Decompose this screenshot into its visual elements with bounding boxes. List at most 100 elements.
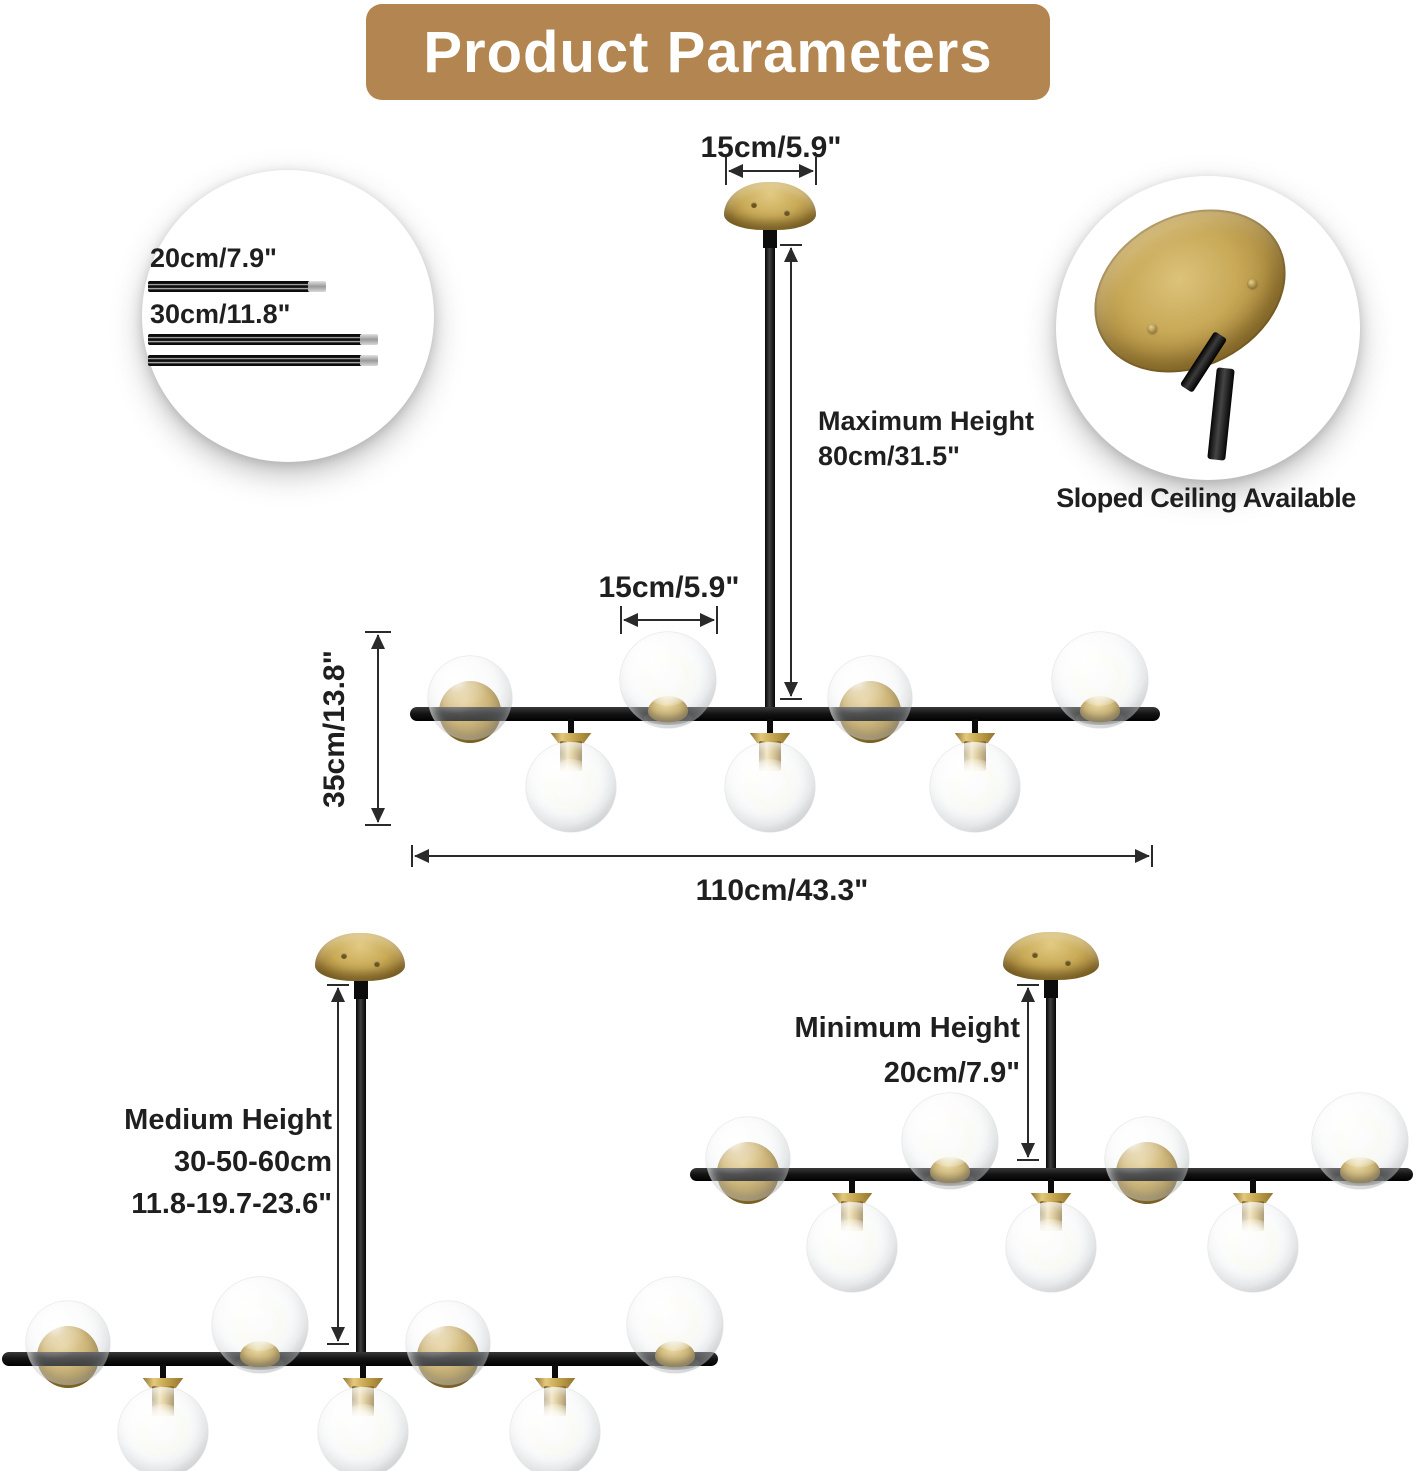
horizontal-bar xyxy=(410,707,1160,721)
socket-cup xyxy=(142,1378,184,1388)
dim-label-minimum-height-line1: Minimum Height xyxy=(794,1012,1020,1044)
dim-label-maximum-height-line2: 80cm/31.5" xyxy=(818,441,960,471)
canopy-screw xyxy=(341,953,347,959)
arrowhead-down xyxy=(331,1327,345,1342)
dim-label-medium-height-line3: 11.8-19.7-23.6" xyxy=(131,1188,332,1220)
canopy-screw xyxy=(1032,952,1038,958)
dim-line xyxy=(377,635,379,822)
dim-end-tick xyxy=(815,157,817,185)
socket-cup xyxy=(1030,1193,1072,1203)
suspension-rod xyxy=(356,977,366,1362)
glass-globe xyxy=(1208,1202,1298,1292)
glass-globe xyxy=(627,1277,723,1373)
socket-stem xyxy=(160,1364,166,1380)
dim-label-minimum-height: Minimum Height 20cm/7.9" xyxy=(748,1006,1020,1096)
glass-globe xyxy=(1052,632,1148,728)
canopy-screw xyxy=(751,202,757,208)
canopy-screw xyxy=(784,210,790,216)
socket-cup xyxy=(954,733,996,743)
dim-label-medium-height: Medium Height 30-50-60cm 11.8-19.7-23.6" xyxy=(58,1099,332,1225)
glass-globe xyxy=(828,656,912,740)
arrowhead-right xyxy=(799,164,814,178)
dim-label-canopy-width: 15cm/5.9" xyxy=(700,131,842,164)
glass-globe xyxy=(725,742,815,832)
suspension-rod xyxy=(765,226,775,714)
glass-globe xyxy=(526,742,616,832)
canopy-screw xyxy=(1065,960,1071,966)
dim-label-medium-height-line2: 30-50-60cm xyxy=(174,1146,332,1178)
dim-end-tick xyxy=(1151,845,1153,867)
socket-stem xyxy=(849,1179,855,1195)
arrowhead-down xyxy=(1021,1143,1035,1158)
socket-stem xyxy=(360,1364,366,1380)
dim-end-tick xyxy=(780,244,802,246)
dim-label-minimum-height-line2: 20cm/7.9" xyxy=(883,1057,1020,1089)
dim-label-fixture-width: 110cm/43.3" xyxy=(695,874,869,907)
dim-end-tick xyxy=(411,845,413,867)
rod-kit-label-20cm: 20cm/7.9" xyxy=(150,243,277,273)
dim-end-tick xyxy=(1017,984,1039,986)
arrowhead-right xyxy=(1135,849,1150,863)
arrowhead-left xyxy=(414,849,429,863)
rod-kit-label-30cm: 30cm/11.8" xyxy=(150,299,291,329)
canopy-screw xyxy=(374,961,380,967)
glass-globe xyxy=(428,656,512,740)
socket-cup xyxy=(534,1378,576,1388)
suspension-rod xyxy=(1046,976,1056,1178)
extension-rod-20cm xyxy=(148,281,326,292)
dim-label-maximum-height-line1: Maximum Height xyxy=(818,406,1035,436)
arrowhead-left xyxy=(623,613,638,627)
arrowhead-up xyxy=(784,247,798,262)
glass-globe xyxy=(620,632,716,728)
extension-rod-30cm xyxy=(148,334,378,345)
socket-stem xyxy=(552,1364,558,1380)
canopy-screw xyxy=(1148,324,1157,333)
arrowhead-right xyxy=(700,613,715,627)
dim-label-globe-spacing: 15cm/5.9" xyxy=(598,571,740,604)
glass-globe xyxy=(807,1202,897,1292)
ceiling-canopy xyxy=(724,182,816,230)
glass-globe xyxy=(706,1116,790,1201)
glass-globe xyxy=(212,1277,308,1373)
glass-globe xyxy=(1312,1092,1408,1189)
dim-line xyxy=(337,988,339,1341)
socket-stem xyxy=(1048,1179,1054,1195)
dim-label-medium-height-line1: Medium Height xyxy=(124,1104,332,1136)
extension-rod-30cm xyxy=(148,355,378,366)
socket-stem xyxy=(972,719,978,735)
title-banner: Product Parameters xyxy=(366,4,1050,100)
arrowhead-left xyxy=(728,164,743,178)
dim-end-tick xyxy=(780,698,802,700)
dim-end-tick xyxy=(327,1343,349,1345)
glass-globe xyxy=(1006,1202,1096,1292)
glass-globe xyxy=(118,1387,208,1471)
socket-stem xyxy=(1250,1179,1256,1195)
socket-cup xyxy=(831,1193,873,1203)
socket-cup xyxy=(342,1378,384,1388)
dim-line xyxy=(729,170,813,172)
rod-collar xyxy=(1044,974,1058,998)
dim-label-maximum-height: Maximum Height 80cm/31.5" xyxy=(818,404,1034,474)
socket-cup xyxy=(1232,1193,1274,1203)
horizontal-bar xyxy=(2,1352,718,1366)
dim-label-fixture-height: 35cm/13.8" xyxy=(318,650,351,808)
glass-globe xyxy=(902,1092,998,1189)
ceiling-canopy xyxy=(315,933,405,981)
dim-end-tick xyxy=(620,606,622,634)
glass-globe xyxy=(406,1301,490,1385)
glass-globe xyxy=(1105,1116,1189,1201)
horizontal-bar xyxy=(690,1168,1413,1181)
ceiling-canopy xyxy=(1003,932,1099,980)
arrowhead-up xyxy=(371,634,385,649)
dim-end-tick xyxy=(365,824,391,826)
dim-line xyxy=(1027,988,1029,1157)
dim-line xyxy=(415,855,1149,857)
arrowhead-up xyxy=(1021,987,1035,1002)
arrowhead-down xyxy=(371,808,385,823)
rod-kit-circle xyxy=(142,170,434,462)
